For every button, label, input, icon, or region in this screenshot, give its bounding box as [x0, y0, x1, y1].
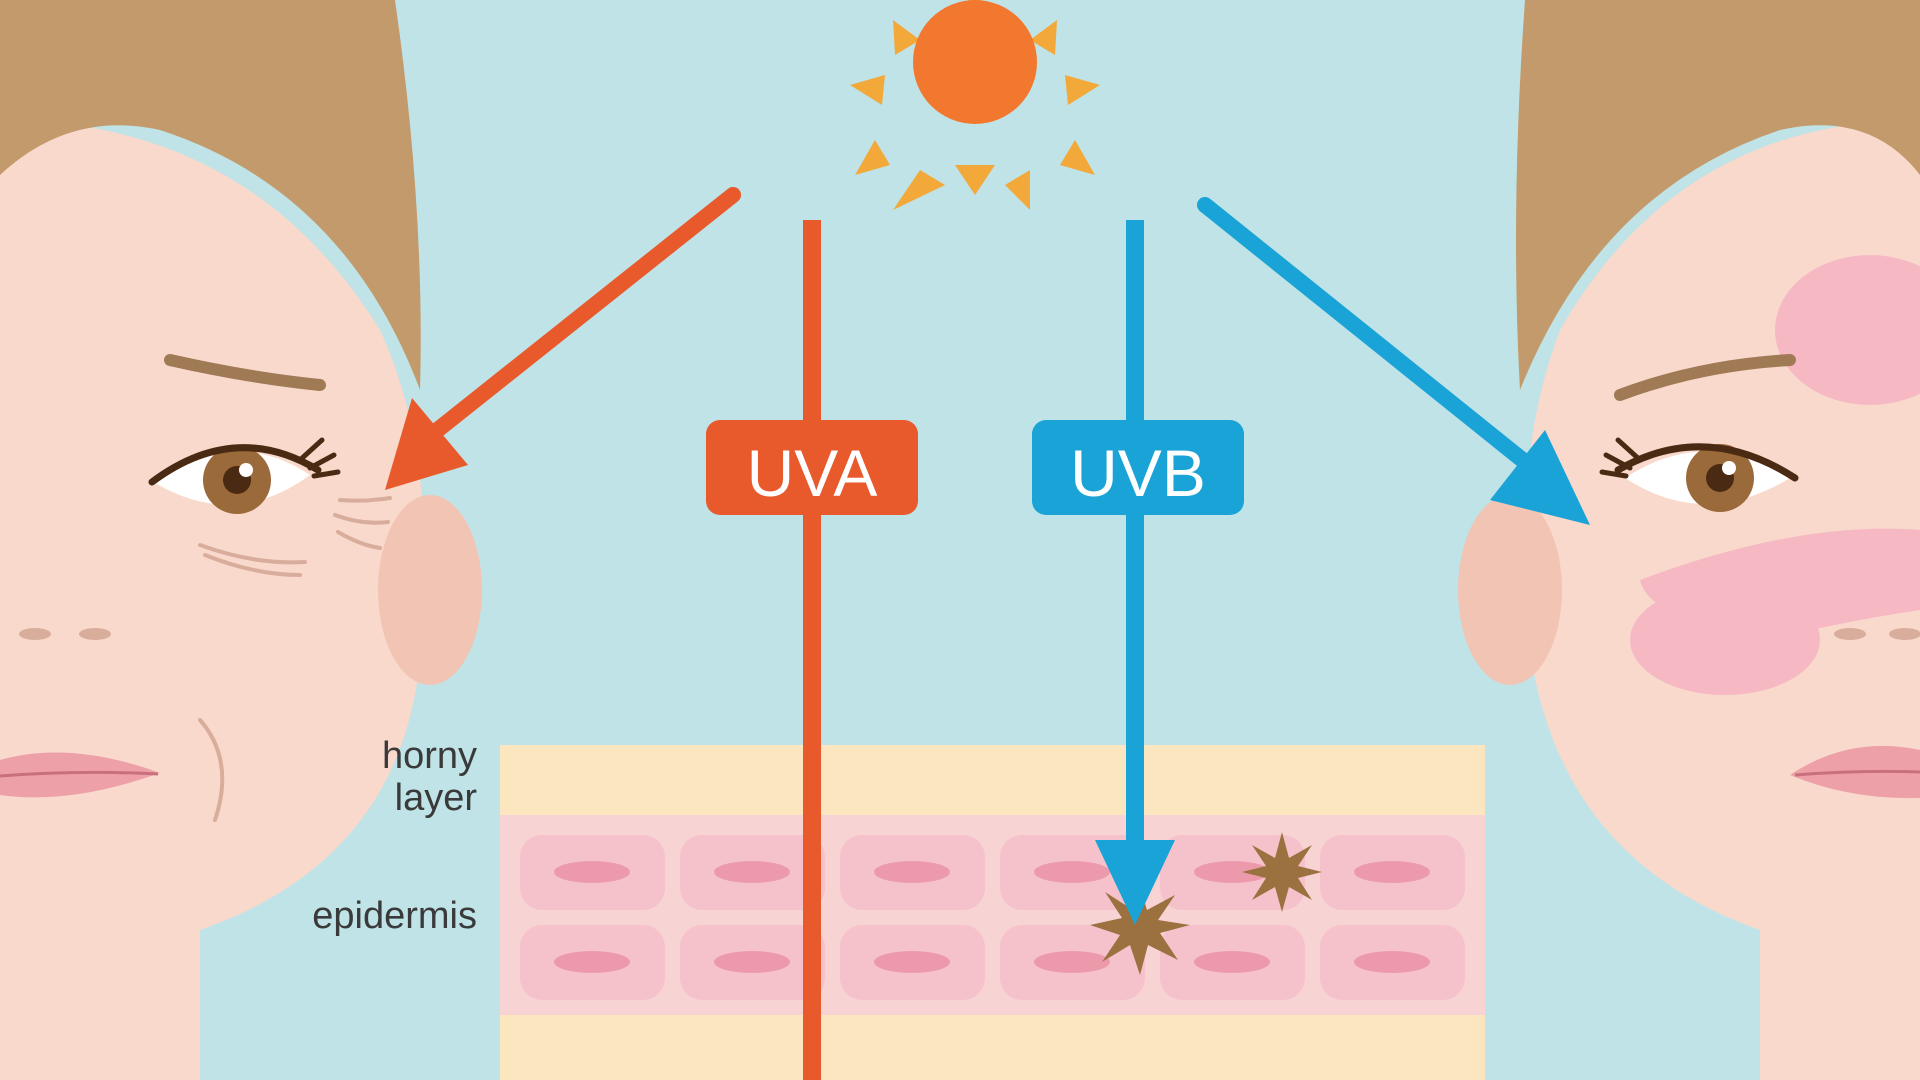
uva-label-box: UVA	[706, 420, 918, 515]
sun-core	[913, 0, 1037, 124]
right-eyebrow	[1614, 354, 1796, 401]
left-face-skin	[0, 120, 425, 950]
left-mouth	[0, 752, 160, 798]
left-eyelashes	[297, 437, 341, 479]
uvb-label-background	[1032, 420, 1244, 515]
sun-icon	[850, 0, 1100, 210]
uvb-rays	[1095, 197, 1590, 925]
uva-label: UVA	[747, 436, 878, 510]
uva-vertical-ray	[803, 220, 821, 1080]
epidermis-label: epidermis	[312, 895, 477, 937]
skin-cross-section	[500, 745, 1485, 1080]
left-eye-highlight	[239, 463, 253, 477]
uvb-arrow-head	[1490, 430, 1590, 525]
horny-layer-label-line2: layer	[395, 777, 478, 819]
left-ear	[378, 495, 482, 685]
right-eyelashes	[1599, 437, 1643, 479]
right-face-sunburn	[1458, 0, 1920, 1080]
right-nose-nostril	[1834, 628, 1866, 640]
right-ear	[1458, 495, 1562, 685]
right-eye-highlight	[1722, 461, 1736, 475]
horny-layer-label-line1: horny	[382, 735, 477, 777]
uvb-arrow-shaft	[1197, 197, 1533, 470]
left-nose-nostril	[79, 628, 111, 640]
uva-label-background	[706, 420, 918, 515]
uvb-vertical-ray	[1126, 220, 1144, 850]
starburst-icon	[1090, 832, 1322, 975]
left-lip-line	[0, 770, 159, 778]
uva-arrow-shaft	[427, 187, 741, 440]
horny-layer-label: horny layer	[382, 735, 477, 819]
wrinkle-icon	[198, 496, 392, 822]
uvb-label: UVB	[1070, 436, 1206, 510]
right-hair	[1516, 0, 1920, 390]
uva-arrow-head	[385, 398, 468, 490]
left-eyebrow	[164, 354, 326, 391]
uvb-label-box: UVB	[1032, 420, 1244, 515]
left-hair	[0, 0, 421, 390]
right-lip-line	[1794, 769, 1920, 777]
right-nose-nostril	[1889, 628, 1920, 640]
epidermis-cells	[520, 835, 1465, 1000]
sunburn-redness-icon	[1630, 255, 1920, 695]
uvb-vertical-arrow-head	[1095, 840, 1175, 925]
left-face-aged	[0, 0, 482, 1080]
left-nose-nostril	[19, 628, 51, 640]
